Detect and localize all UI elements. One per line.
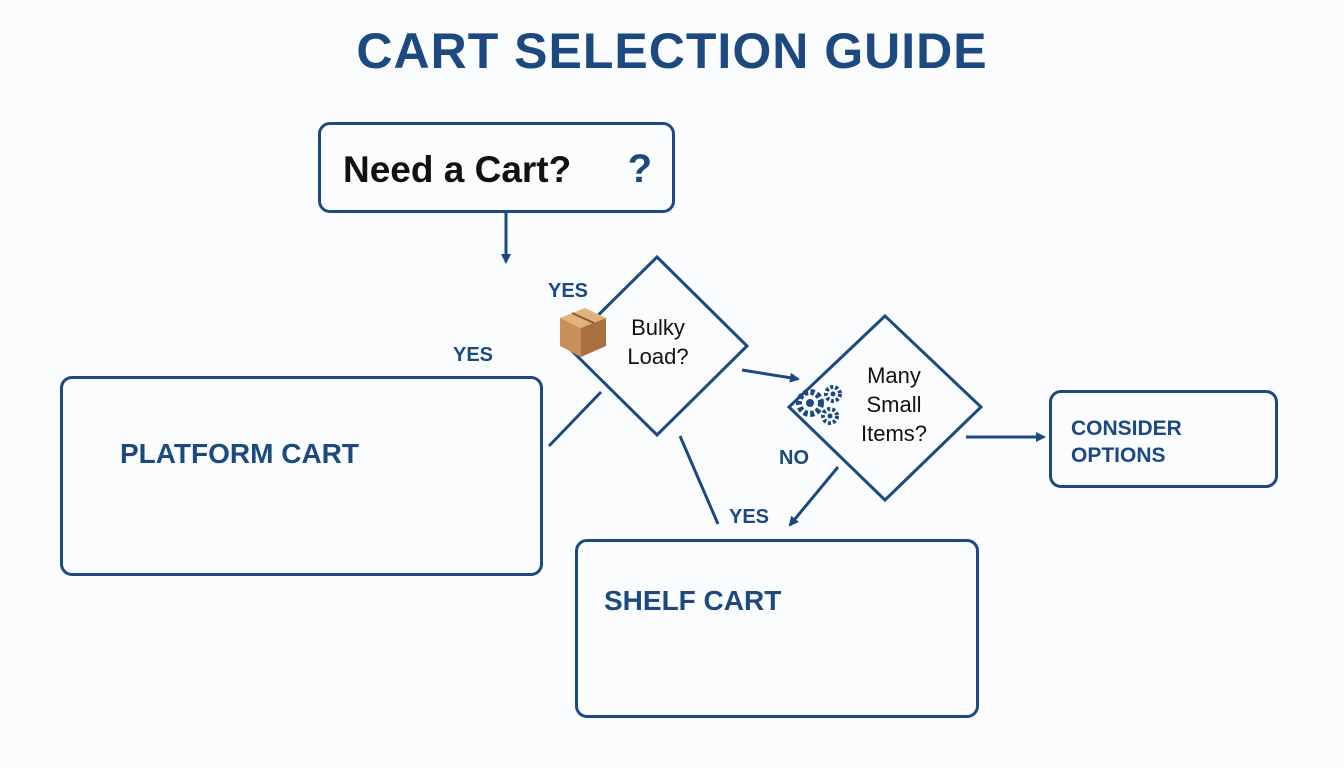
many-small-items-line2: Small bbox=[866, 392, 922, 417]
need-a-cart-box: Need a Cart? ? bbox=[318, 122, 675, 213]
platform-cart-label: PLATFORM CART bbox=[120, 438, 359, 469]
many-small-items-line3: Items? bbox=[860, 421, 928, 446]
consider-options-box: CONSIDER OPTIONS bbox=[1049, 390, 1278, 488]
need-a-cart-text: Need a Cart? bbox=[343, 149, 572, 190]
consider-options-line2: OPTIONS bbox=[1071, 444, 1166, 467]
bulky-load-line2: Load? bbox=[627, 344, 689, 369]
page-title: CART SELECTION GUIDE bbox=[356, 23, 988, 79]
many-small-items-line1: Many bbox=[867, 363, 921, 388]
arrow-many-to-shelf bbox=[788, 466, 840, 527]
gears-icon bbox=[796, 385, 842, 425]
line-bulky-to-platform bbox=[547, 390, 603, 448]
line-bulky-to-shelf bbox=[678, 435, 720, 525]
arrow-bulky-to-many bbox=[741, 368, 800, 383]
edge-label-yes-shelf: YES bbox=[729, 506, 770, 528]
edge-label-no: NO bbox=[779, 447, 809, 469]
platform-cart-box: PLATFORM CART bbox=[60, 376, 543, 576]
shelf-cart-box: SHELF CART bbox=[575, 539, 979, 718]
consider-options-line1: CONSIDER bbox=[1071, 417, 1182, 440]
shelf-cart-label: SHELF CART bbox=[604, 585, 782, 616]
bulky-load-text: Bulky Load? bbox=[606, 313, 710, 371]
bulky-load-line1: Bulky bbox=[631, 315, 685, 340]
edge-label-yes-platform: YES bbox=[453, 344, 494, 366]
question-mark-icon: ? bbox=[627, 147, 652, 191]
many-small-items-diamond bbox=[786, 313, 984, 503]
edge-label-yes-top: YES bbox=[548, 280, 589, 302]
consider-options-label: CONSIDER OPTIONS bbox=[1071, 415, 1182, 469]
box-icon bbox=[560, 308, 606, 357]
many-small-items-text: Many Small Items? bbox=[844, 361, 944, 448]
